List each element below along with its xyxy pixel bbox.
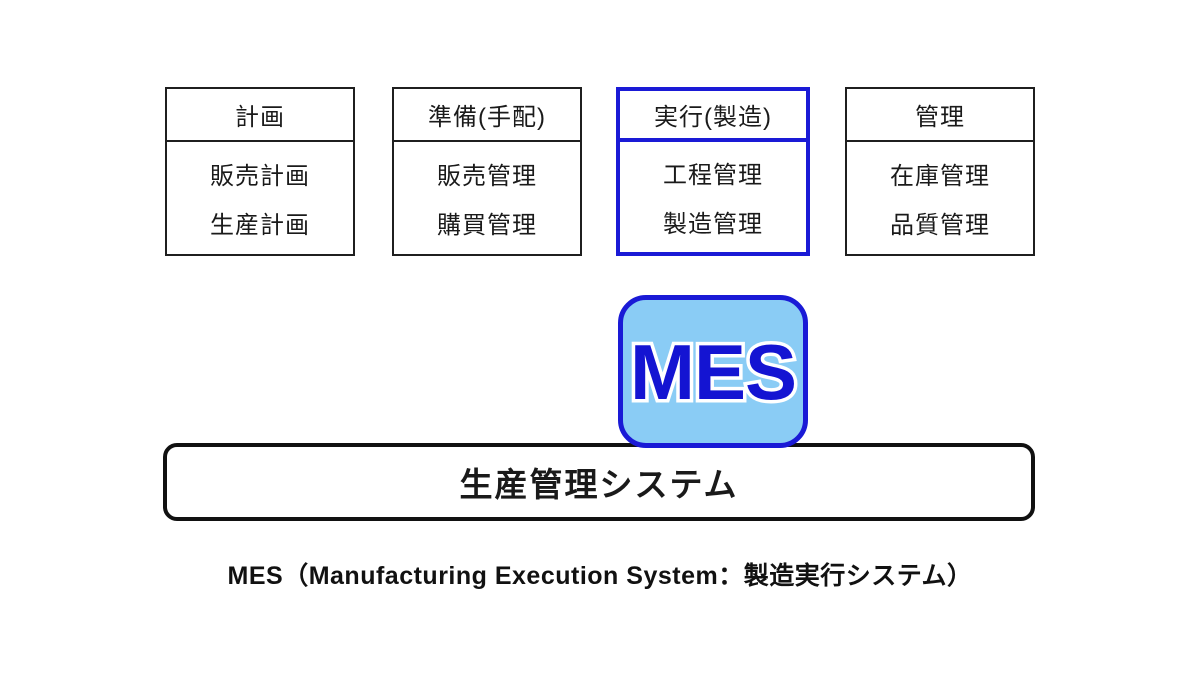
column-item: 工程管理 bbox=[663, 162, 763, 189]
column-body-plan: 販売計画 生産計画 bbox=[167, 142, 353, 254]
mes-badge: MES bbox=[618, 295, 808, 448]
column-item: 在庫管理 bbox=[890, 163, 990, 190]
column-item: 生産計画 bbox=[210, 212, 310, 239]
column-header-management: 管理 bbox=[847, 89, 1033, 142]
column-body-management: 在庫管理 品質管理 bbox=[847, 142, 1033, 254]
production-system-box: 生産管理システム bbox=[163, 443, 1035, 521]
column-item: 製造管理 bbox=[663, 211, 763, 238]
process-column-management: 管理 在庫管理 品質管理 bbox=[845, 87, 1035, 256]
caption: MES（Manufacturing Execution System：製造実行シ… bbox=[227, 562, 973, 590]
process-column-plan: 計画 販売計画 生産計画 bbox=[165, 87, 355, 256]
process-column-preparation: 準備(手配) 販売管理 購買管理 bbox=[392, 87, 582, 256]
process-column-execution: 実行(製造) 工程管理 製造管理 bbox=[616, 87, 810, 256]
column-item: 販売計画 bbox=[210, 163, 310, 190]
production-system-label: 生産管理システム bbox=[459, 466, 739, 503]
column-body-execution: 工程管理 製造管理 bbox=[620, 142, 806, 252]
mes-badge-graphic: MES bbox=[626, 325, 800, 420]
column-item: 販売管理 bbox=[437, 163, 537, 190]
column-header-execution: 実行(製造) bbox=[620, 91, 806, 142]
column-body-preparation: 販売管理 購買管理 bbox=[394, 142, 580, 254]
column-header-preparation: 準備(手配) bbox=[394, 89, 580, 142]
column-item: 購買管理 bbox=[437, 212, 537, 239]
column-item: 品質管理 bbox=[890, 212, 990, 239]
mes-label: MES bbox=[630, 328, 796, 416]
column-header-plan: 計画 bbox=[167, 89, 353, 142]
